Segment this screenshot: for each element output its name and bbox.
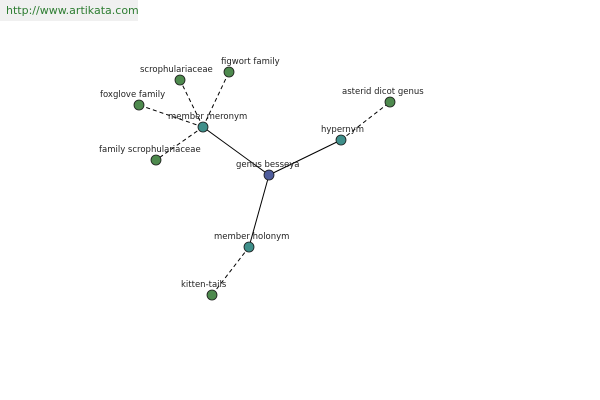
node-label-kitten-tails[interactable]: kitten-tails: [181, 280, 227, 290]
edge-genus-besseya-to-member-holonym: [248, 174, 270, 248]
node-label-asterid-dicot-genus[interactable]: asterid dicot genus: [342, 87, 424, 97]
nodes-layer: [133, 66, 396, 301]
edge-member-meronym-to-foxglove-family: [138, 104, 204, 128]
node-hypernym[interactable]: [335, 134, 347, 146]
node-label-figwort-family[interactable]: figwort family: [221, 57, 280, 67]
edge-hypernym-to-asterid-dicot-genus: [340, 101, 391, 141]
edge-member-meronym-to-scrophulariaceae: [179, 79, 204, 128]
labels-layer: genus besseya member meronym hypernym membe…: [99, 57, 424, 290]
node-kitten-tails[interactable]: [206, 289, 218, 301]
node-figwort-family[interactable]: [223, 66, 235, 78]
node-genus-besseya[interactable]: [263, 169, 275, 181]
node-family-scrophulariaceae[interactable]: [150, 154, 162, 166]
node-label-member-holonym[interactable]: member holonym: [214, 232, 289, 242]
edge-member-meronym-to-figwort-family: [202, 71, 230, 128]
node-label-member-meronym[interactable]: member meronym: [168, 112, 247, 122]
node-foxglove-family[interactable]: [133, 99, 145, 111]
edge-genus-besseya-to-member-meronym: [202, 126, 270, 176]
edge-member-holonym-to-kitten-tails: [211, 246, 250, 296]
node-label-hypernym[interactable]: hypernym: [321, 125, 364, 135]
edge-genus-besseya-to-hypernym: [268, 139, 342, 176]
node-label-foxglove-family[interactable]: foxglove family: [100, 90, 165, 100]
node-member-meronym[interactable]: [197, 121, 209, 133]
node-scrophulariaceae[interactable]: [174, 74, 186, 86]
edge-member-meronym-to-family-scrophulariaceae: [155, 126, 204, 161]
edges-layer: [138, 71, 391, 296]
site-url[interactable]: http://www.artikata.com: [0, 0, 139, 21]
node-label-scrophulariaceae[interactable]: scrophulariaceae: [140, 65, 213, 75]
node-member-holonym[interactable]: [243, 241, 255, 253]
node-label-genus-besseya[interactable]: genus besseya: [236, 160, 299, 170]
node-label-family-scrophulariaceae[interactable]: family scrophulariaceae: [99, 145, 201, 155]
node-asterid-dicot-genus[interactable]: [384, 96, 396, 108]
